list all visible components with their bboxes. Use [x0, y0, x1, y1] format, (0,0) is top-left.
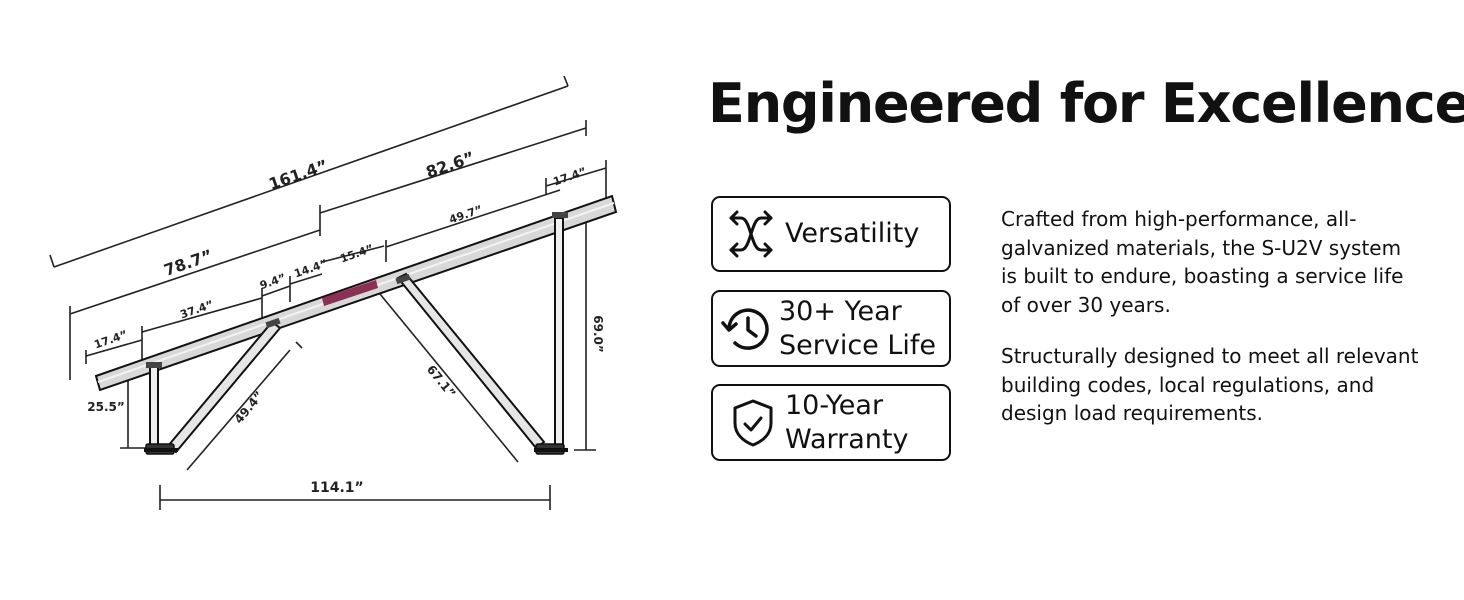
dim-center-gap: 15.4” [338, 242, 375, 265]
shield-check-icon [733, 399, 773, 446]
dim-rear-leg: 69.0” [591, 315, 605, 353]
description-paragraph: Crafted from high-performance, all-galva… [1001, 207, 1404, 317]
feature-label-line: Warranty [785, 423, 909, 455]
feature-label: 10-Year Warranty [785, 389, 908, 457]
dim-bottom-overhang: 17.4” [92, 328, 129, 351]
arrows-swap-icon [729, 210, 773, 258]
feature-label-line: 30+ Year [779, 295, 902, 327]
page-title: Engineered for Excellence [708, 72, 1464, 135]
feature-label-line: 10-Year [785, 389, 884, 421]
dim-upper-segment: 82.6” [423, 148, 476, 182]
dim-total-length: 161.4” [266, 156, 330, 194]
dim-front-leg: 25.5” [87, 400, 125, 414]
feature-label: 30+ Year Service Life [779, 295, 936, 363]
feature-label: Versatility [785, 218, 920, 249]
dim-mid-upper: 49.7” [447, 203, 484, 226]
dim-base-span: 114.1” [310, 480, 363, 496]
dim-front-brace: 49.4” [232, 389, 267, 427]
feature-badge-versatility: Versatility [711, 196, 951, 272]
solar-mount-diagram: 161.4” 82.6” 17.4” 78.7” 49.7” 15.4” 14.… [49, 75, 618, 510]
feature-label-line: Service Life [779, 329, 937, 361]
feature-badge-service-life: 30+ Year Service Life [711, 290, 951, 367]
history-clock-icon [721, 307, 769, 350]
dim-mid-lower: 37.4” [178, 298, 215, 321]
description-paragraph: Structurally designed to meet all releva… [1001, 344, 1419, 425]
dim-top-overhang: 17.4” [551, 165, 588, 188]
feature-badge-warranty: 10-Year Warranty [711, 384, 951, 461]
